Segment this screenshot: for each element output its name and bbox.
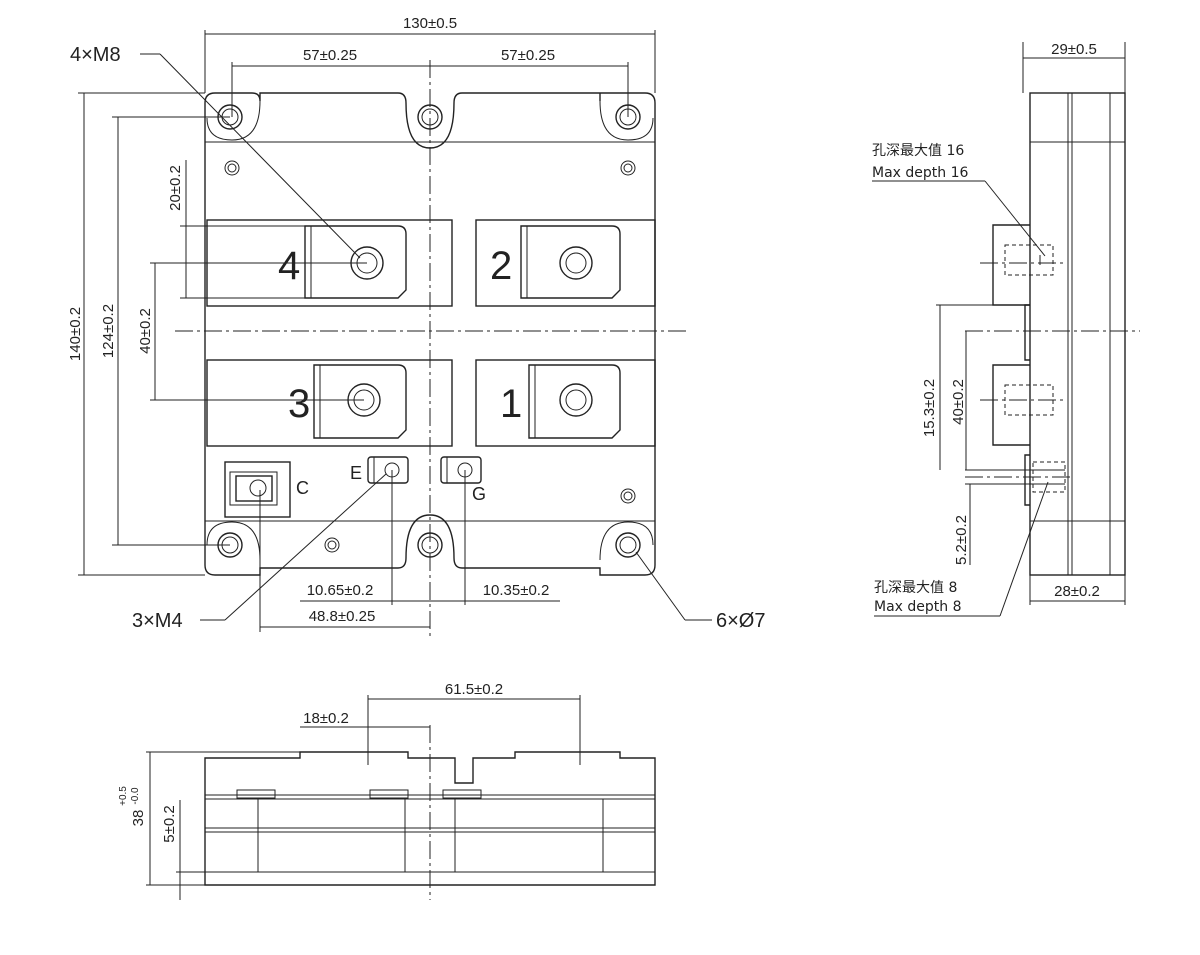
aux-terminal-g <box>440 456 482 484</box>
dim-half-left: 57±0.25 <box>303 47 357 64</box>
terminal-label: 3 <box>288 382 310 426</box>
mount-hole <box>615 532 641 558</box>
callout-holes: 6×Ø7 <box>716 610 765 632</box>
dim-aux-small: 5.2±0.2 <box>953 515 970 565</box>
locating-pin <box>324 537 340 553</box>
aux-label-g: G <box>472 484 486 504</box>
locating-pin <box>620 488 636 504</box>
note-depth8-en: Max depth 8 <box>874 599 962 615</box>
dim-emitter-offset: 10.65±0.2 <box>307 582 374 599</box>
dim-height-tol-lower: -0.0 <box>130 787 141 805</box>
dim-height: 38 <box>130 810 147 827</box>
dim-aux-offset: 48.8±0.25 <box>309 608 376 625</box>
terminal-area <box>475 219 656 307</box>
terminal-label: 2 <box>490 244 512 288</box>
front-body <box>204 751 656 886</box>
top-view: 4 2 3 1 C E G 130±0.5 <box>67 15 765 640</box>
terminal-1 <box>528 364 621 439</box>
dim-side-terminal-pitch: 40±0.2 <box>950 379 967 425</box>
dim-half-right: 57±0.25 <box>501 47 555 64</box>
terminal-3 <box>313 364 407 439</box>
aux-terminal-c <box>224 461 291 518</box>
terminal-2 <box>520 225 621 299</box>
dim-overall-width: 130±0.5 <box>403 15 457 32</box>
aux-terminal-e <box>367 456 409 484</box>
dim-mount-height: 124±0.2 <box>100 304 117 358</box>
dim-aux-pitch: 15.3±0.2 <box>921 379 938 437</box>
dim-front-offset: 18±0.2 <box>303 710 349 727</box>
dim-terminal-span: 61.5±0.2 <box>445 681 503 698</box>
note-depth8-cn: 孔深最大值 8 <box>874 580 957 596</box>
dim-side-bottom: 28±0.2 <box>1054 583 1100 600</box>
terminal-4 <box>304 225 407 299</box>
aux-label-c: C <box>296 478 309 498</box>
dim-gate-offset: 10.35±0.2 <box>483 582 550 599</box>
terminal-area <box>206 359 453 447</box>
dim-side-top: 29±0.5 <box>1051 41 1097 58</box>
dim-overall-height: 140±0.2 <box>67 307 84 361</box>
terminal-label: 1 <box>500 382 522 426</box>
callout-m4: 3×M4 <box>132 610 183 632</box>
terminal-area <box>475 359 656 447</box>
locating-pin <box>224 160 240 176</box>
side-view: 29±0.5 28±0.2 15.3±0.2 40±0.2 5.2±0.2 孔深… <box>872 41 1140 617</box>
dim-terminal-pitch: 40±0.2 <box>137 308 154 354</box>
dim-terminal-offset: 20±0.2 <box>167 165 184 211</box>
locating-pin <box>620 160 636 176</box>
callout-m8: 4×M8 <box>70 44 121 66</box>
terminal-label: 4 <box>278 244 300 288</box>
dim-height-tol-upper: +0.5 <box>118 786 129 806</box>
note-depth16-en: Max depth 16 <box>872 165 969 181</box>
module-outline <box>204 92 656 576</box>
dim-base-thickness: 5±0.2 <box>161 805 178 842</box>
side-body <box>1029 92 1126 576</box>
front-view: 61.5±0.2 18±0.2 38 +0.5 -0.0 5±0.2 <box>118 681 656 900</box>
aux-label-e: E <box>350 463 362 483</box>
note-depth16-cn: 孔深最大值 16 <box>872 143 964 159</box>
